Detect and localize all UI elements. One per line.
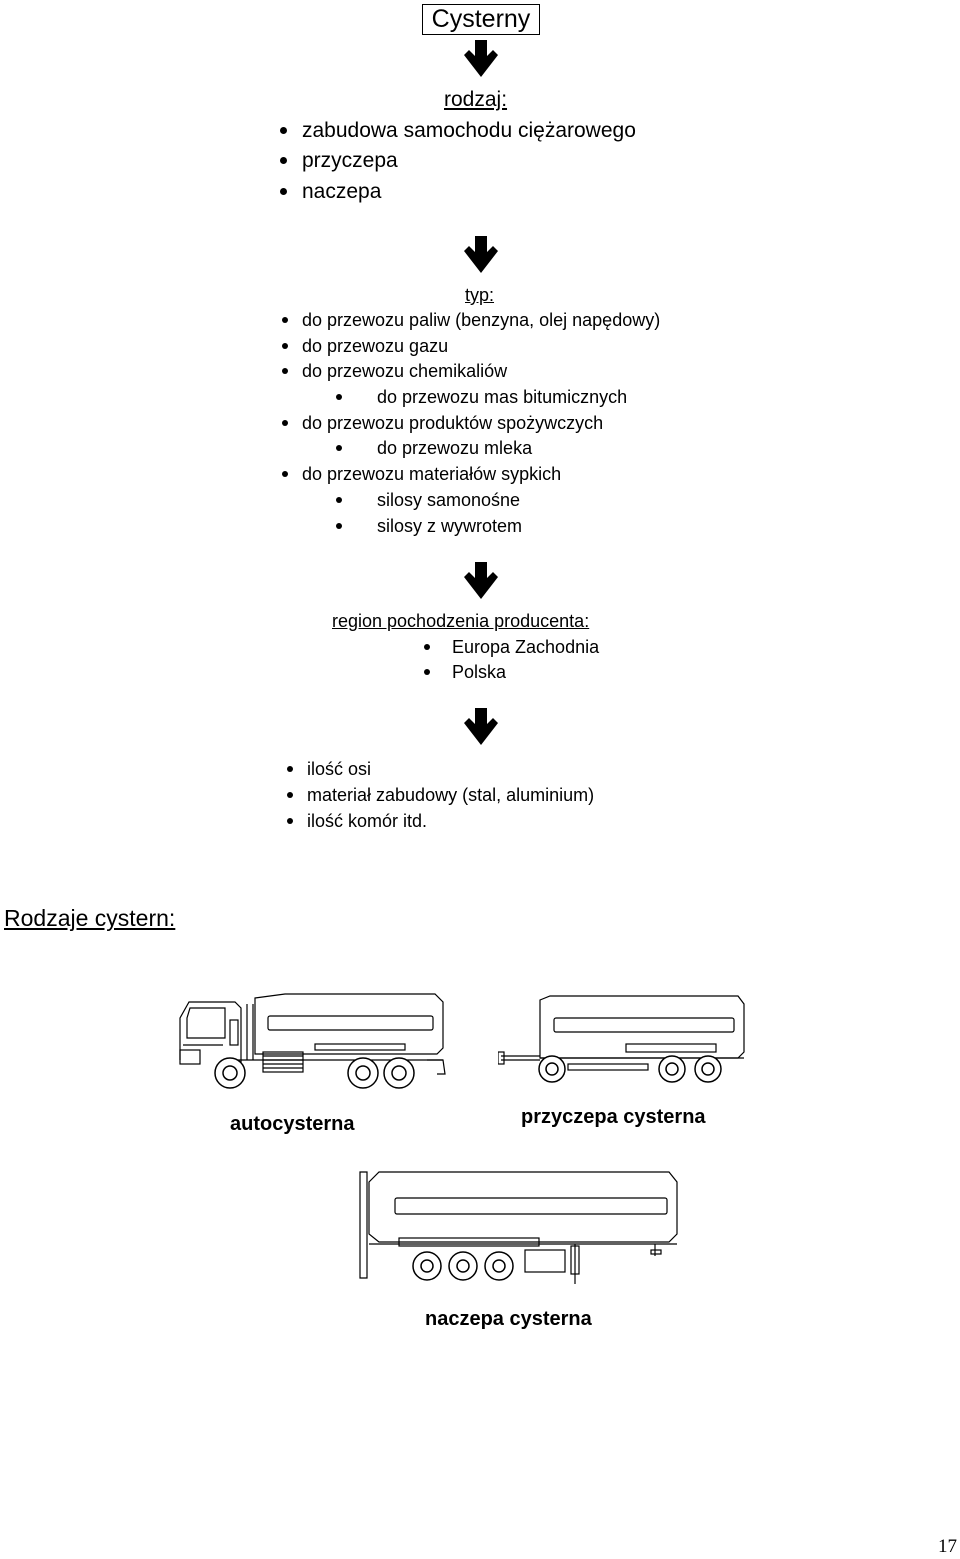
- bullet-icon: [282, 317, 288, 323]
- bullet-icon: [336, 523, 342, 529]
- bullet-icon: [282, 343, 288, 349]
- bullet-icon: [280, 188, 287, 195]
- bullet-icon: [336, 445, 342, 451]
- arrow-down-icon: [464, 708, 498, 745]
- bullet-icon: [287, 792, 293, 798]
- bullet-icon: [287, 766, 293, 772]
- arrow-down-icon: [464, 562, 498, 599]
- types-heading: Rodzaje cystern:: [4, 905, 176, 931]
- bullet-icon: [424, 669, 430, 675]
- tank-semitrailer-illustration: [359, 1171, 678, 1284]
- section-heading-rodzaj: rodzaj:: [444, 88, 508, 111]
- page-title: Cysterny: [422, 4, 540, 35]
- page-number: 17: [938, 1536, 957, 1557]
- tank-truck-illustration: [179, 993, 446, 1089]
- bullet-icon: [424, 644, 430, 650]
- bullet-icon: [282, 368, 288, 374]
- bullet-icon: [282, 420, 288, 426]
- bullet-icon: [287, 818, 293, 824]
- tank-trailer-illustration: [498, 995, 745, 1083]
- bullet-icon: [282, 471, 288, 477]
- bullet-icon: [280, 127, 287, 134]
- bullet-icon: [336, 497, 342, 503]
- bullet-icon: [336, 394, 342, 400]
- bullet-icon: [280, 157, 287, 164]
- section-heading-typ: typ:: [465, 285, 495, 305]
- caption-trailer: przyczepa cysterna: [521, 1106, 706, 1128]
- caption-truck: autocysterna: [230, 1113, 355, 1135]
- section-heading-region: region pochodzenia producenta:: [332, 611, 590, 631]
- caption-semitrailer: naczepa cysterna: [425, 1308, 592, 1330]
- arrow-down-icon: [464, 236, 498, 273]
- arrow-down-icon: [464, 40, 498, 77]
